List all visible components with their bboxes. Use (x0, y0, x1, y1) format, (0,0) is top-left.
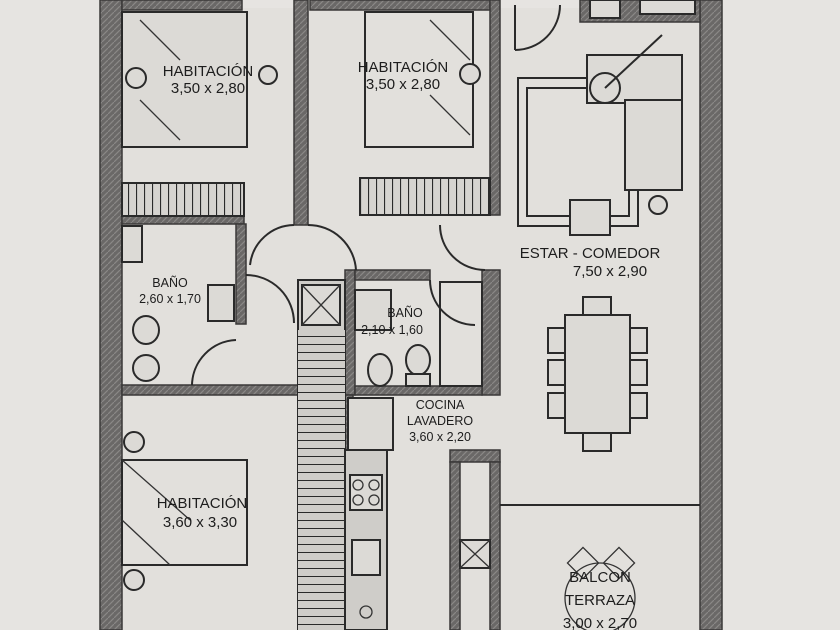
living-dining-size: 7,50 x 2,90 (573, 263, 647, 280)
bedroom-1-size: 3,50 x 2,80 (171, 80, 245, 97)
kitchen-name-line2: LAVADERO (407, 414, 474, 428)
bathroom-1-name: BAÑO (152, 276, 188, 290)
balcony-name-line1: BALCON (569, 569, 631, 586)
bedroom-2: HABITACIÓN 3,50 x 2,80 (358, 11, 491, 216)
living-dining: ESTAR - COMEDOR 7,50 x 2,90 (517, 34, 683, 452)
staircase (297, 279, 346, 630)
kitchen-size: 3,60 x 2,20 (409, 430, 471, 444)
bedroom-2-name: HABITACIÓN (358, 59, 449, 76)
bedroom-1: HABITACIÓN 3,50 x 2,80 (121, 11, 278, 217)
kitchen-name-line1: COCINA (416, 398, 465, 412)
bathroom-2-name: BAÑO (387, 306, 423, 320)
balcony-name-line2: TERRAZA (565, 592, 635, 609)
bedroom-3: HABITACIÓN 3,60 x 3,30 (121, 431, 248, 591)
kitchen: COCINA LAVADERO 3,60 x 2,20 (344, 397, 491, 630)
living-dining-name: ESTAR - COMEDOR (520, 245, 661, 262)
bedroom-2-size: 3,50 x 2,80 (366, 76, 440, 93)
bathroom-2-size: 2,10 x 1,60 (361, 323, 423, 337)
bathroom-2: BAÑO 2,10 x 1,60 (354, 281, 483, 387)
bedroom-1-name: HABITACIÓN (163, 63, 254, 80)
outer-walls (99, 0, 723, 630)
bedroom-3-size: 3,60 x 3,30 (163, 514, 237, 531)
bathroom-1-size: 2,60 x 1,70 (139, 292, 201, 306)
bathroom-1: BAÑO 2,60 x 1,70 (121, 225, 235, 382)
bedroom-3-name: HABITACIÓN (157, 495, 248, 512)
door-swings (191, 4, 561, 386)
balcony-size: 3,00 x 2,70 (563, 615, 637, 630)
balcony: BALCON TERRAZA 3,00 x 2,70 (500, 504, 700, 630)
